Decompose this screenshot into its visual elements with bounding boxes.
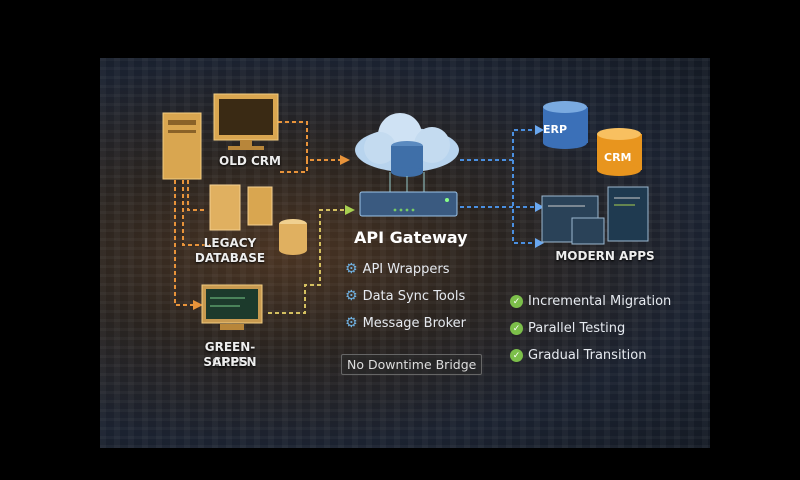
cloud-icon <box>355 113 459 177</box>
benefit-item: ✓Gradual Transition <box>510 348 646 363</box>
green-screen-label-2: APPS <box>212 355 248 369</box>
legacy-db-label-2: DATABASE <box>194 251 266 265</box>
diagram-panel: OLD CRM LEGACY DATABASE GREEN-SCREEN APP… <box>100 58 710 448</box>
check-icon: ✓ <box>510 322 523 335</box>
feature-item: ⚙Data Sync Tools <box>345 288 466 304</box>
api-gateway-title: API Gateway <box>354 228 468 247</box>
green-screen-label-1: GREEN-SCREEN <box>203 340 257 369</box>
monitor-icon <box>213 93 279 150</box>
feature-item: ⚙API Wrappers <box>345 261 450 277</box>
erp-label: ERP <box>543 123 568 136</box>
no-downtime-bridge-badge: No Downtime Bridge <box>341 354 483 375</box>
modern-apps-label: MODERN APPS <box>555 249 655 263</box>
check-icon: ✓ <box>510 295 523 308</box>
gateway-device-icon <box>359 191 458 217</box>
connector-lines <box>162 93 649 330</box>
benefit-item: ✓Parallel Testing <box>510 321 625 336</box>
crm-label: CRM <box>604 151 632 164</box>
feature-item: ⚙Message Broker <box>345 315 467 331</box>
green-screen-monitor-icon <box>201 284 263 330</box>
modern-apps-icon <box>541 186 649 245</box>
database-server-icon <box>209 184 307 255</box>
server-tower-icon <box>162 112 202 180</box>
benefit-item: ✓Incremental Migration <box>510 294 671 309</box>
check-icon: ✓ <box>510 349 523 362</box>
gear-icon: ⚙ <box>345 315 358 331</box>
old-crm-label: OLD CRM <box>219 154 281 168</box>
gear-icon: ⚙ <box>345 261 358 277</box>
erp-database-icon <box>543 101 588 149</box>
gear-icon: ⚙ <box>345 288 358 304</box>
legacy-db-label-1: LEGACY <box>203 236 257 250</box>
crm-database-icon <box>597 128 642 176</box>
